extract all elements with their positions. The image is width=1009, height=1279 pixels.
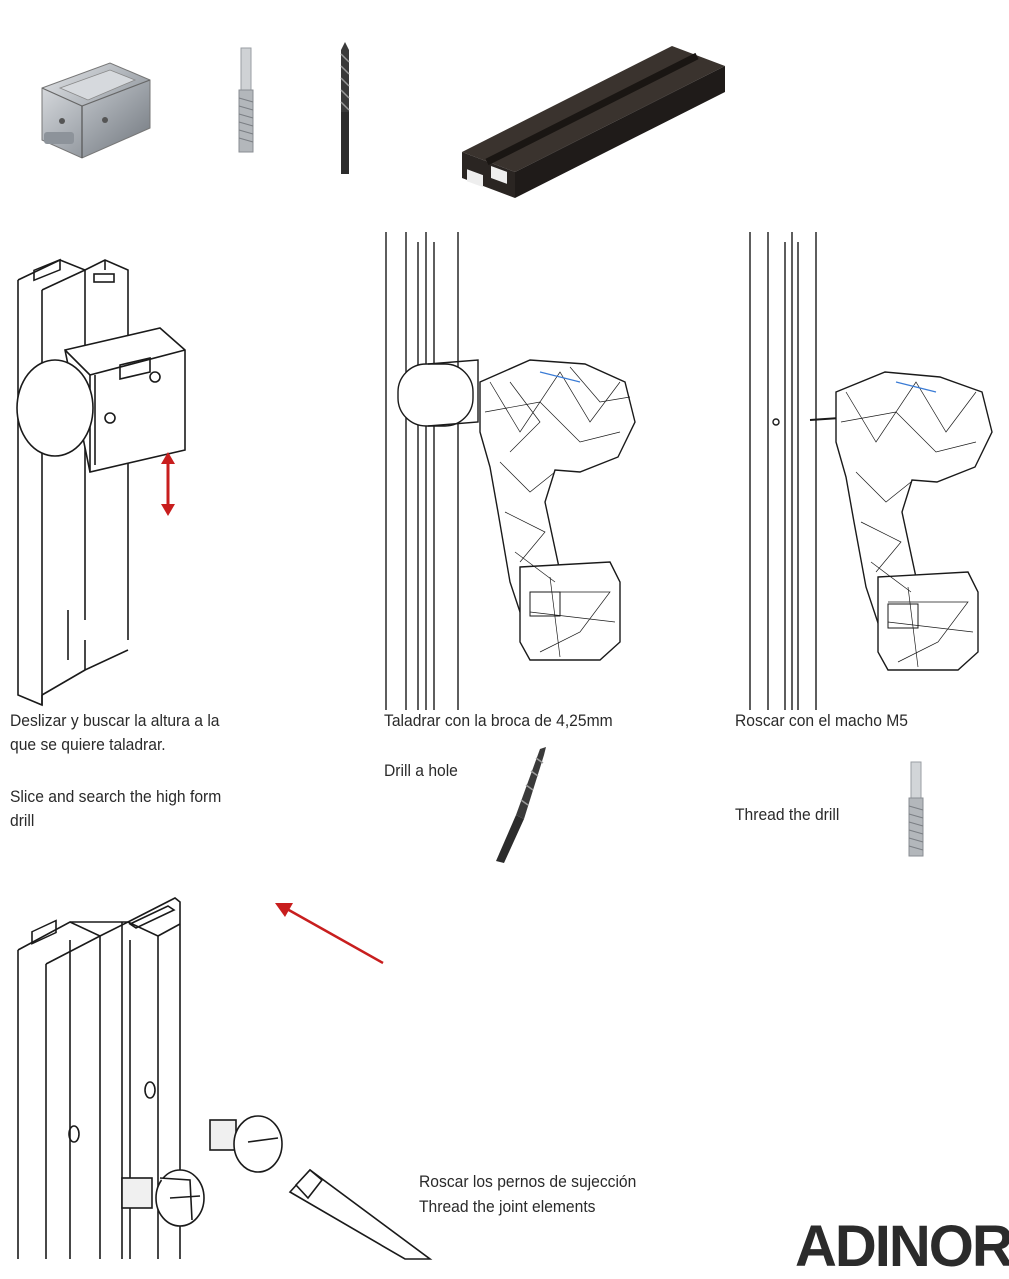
aluminium-profile-icon [462, 46, 725, 198]
brand-logo: ADINOR [795, 1214, 1009, 1279]
step-1-caption-en: Slice and search the high form [10, 787, 222, 806]
step-1-caption-en-2: drill [10, 811, 35, 830]
tap-tool-icon [238, 47, 254, 153]
step-1-caption-es-2: que se quiere taladrar. [10, 735, 166, 754]
tap-tool-icon [908, 761, 924, 857]
connector-part-icon [41, 62, 151, 159]
step-2-caption-es: Taladrar con la broca de 4,25mm [384, 711, 613, 730]
step-2-caption-en: Drill a hole [384, 761, 458, 780]
step-4-caption-en: Thread the joint elements [419, 1197, 596, 1216]
joint-elements-diagram [17, 897, 433, 1260]
step-4-caption-es: Roscar los pernos de sujección [419, 1172, 637, 1191]
step-3-caption-es: Roscar con el macho M5 [735, 711, 908, 730]
insert-arrow-icon [275, 903, 384, 965]
tapping-diagram [749, 232, 993, 710]
profile-with-connector-diagram [16, 258, 186, 707]
drill-bit-icon [496, 747, 546, 863]
up-down-arrow-icon [161, 452, 175, 516]
drilling-diagram [385, 232, 636, 710]
step-1-caption-es: Deslizar y buscar la altura a la [10, 711, 220, 730]
drill-bit-icon [340, 42, 350, 174]
step-3-caption-en: Thread the drill [735, 805, 840, 824]
